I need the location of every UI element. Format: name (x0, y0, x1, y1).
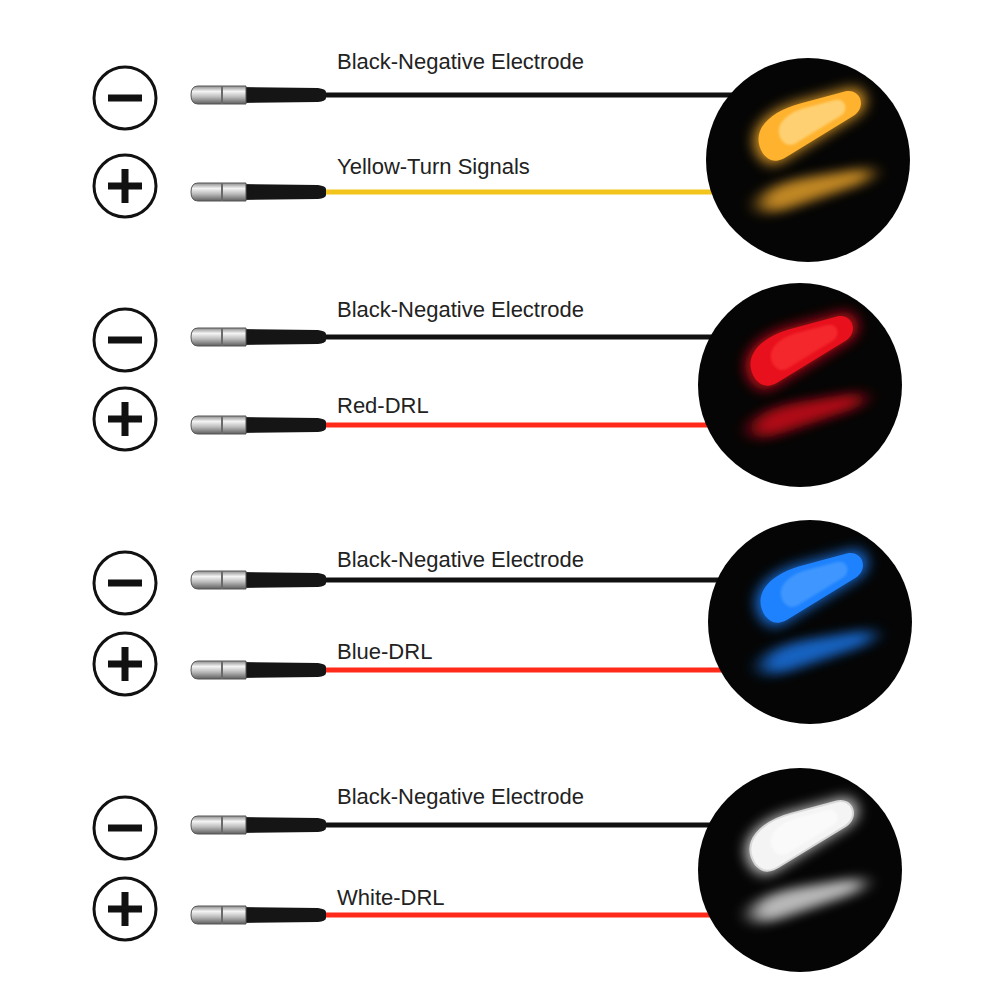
bullet-connector (191, 328, 246, 346)
plus-symbol (94, 388, 156, 450)
plus-symbol (94, 878, 156, 940)
connector-groove (221, 328, 223, 346)
heat-shrink (240, 662, 326, 678)
lamp-background (698, 283, 902, 487)
wire-label: Yellow-Turn Signals (337, 154, 530, 180)
bullet-connector (191, 86, 246, 104)
lamp-background (698, 768, 902, 972)
wire-label: Black-Negative Electrode (337, 784, 584, 810)
connector-groove (221, 816, 223, 834)
lamp-reflection (748, 874, 868, 926)
sign-bar (122, 169, 129, 203)
wire-label: Blue-DRL (337, 639, 432, 665)
sign-bar (122, 402, 129, 436)
bullet-connector (191, 571, 246, 589)
heat-shrink (240, 572, 326, 588)
connector-groove (221, 183, 223, 201)
connector-groove (221, 571, 223, 589)
heat-shrink (240, 417, 326, 433)
sign-bar (108, 580, 142, 587)
lamp-background (706, 58, 910, 262)
led-lamp (737, 304, 869, 394)
wire (320, 93, 768, 98)
lamp-reflection (756, 164, 876, 216)
wire-label: White-DRL (337, 885, 445, 911)
wire (320, 423, 760, 428)
bullet-connector (191, 416, 246, 434)
minus-symbol (94, 309, 156, 371)
lamp-reflection (748, 389, 868, 441)
wiring-row (94, 58, 910, 262)
wire-label: Black-Negative Electrode (337, 297, 584, 323)
sign-bar (108, 825, 142, 832)
wire-label: Red-DRL (337, 393, 429, 419)
wiring-row (94, 520, 912, 724)
led-lamp (745, 79, 877, 169)
bullet-connector (191, 661, 246, 679)
sign-bar (122, 647, 129, 681)
bullet-connector (191, 906, 246, 924)
led-lamp (737, 789, 869, 879)
sign-bar (108, 337, 142, 344)
heat-shrink (240, 907, 326, 923)
connector-groove (221, 416, 223, 434)
wire (320, 578, 770, 583)
bullet-connector (191, 183, 246, 201)
heat-shrink (240, 329, 326, 345)
heat-shrink (240, 184, 326, 200)
lamp-reflection (758, 626, 878, 678)
minus-symbol (94, 797, 156, 859)
connector-groove (221, 86, 223, 104)
lamp-background (708, 520, 912, 724)
sign-bar (108, 95, 142, 102)
wire-label: Black-Negative Electrode (337, 49, 584, 75)
minus-symbol (94, 552, 156, 614)
plus-symbol (94, 633, 156, 695)
plus-symbol (94, 155, 156, 217)
heat-shrink (240, 817, 326, 833)
wire-label: Black-Negative Electrode (337, 547, 584, 573)
wiring-row (94, 283, 902, 487)
led-lamp (747, 541, 879, 631)
heat-shrink (240, 87, 326, 103)
connector-groove (221, 661, 223, 679)
wire (320, 190, 768, 195)
minus-symbol (94, 67, 156, 129)
bullet-connector (191, 816, 246, 834)
wiring-row (94, 768, 902, 972)
sign-bar (122, 892, 129, 926)
wire (320, 668, 770, 673)
wire (320, 913, 760, 918)
wire (320, 335, 760, 340)
wire (320, 823, 760, 828)
connector-groove (221, 906, 223, 924)
